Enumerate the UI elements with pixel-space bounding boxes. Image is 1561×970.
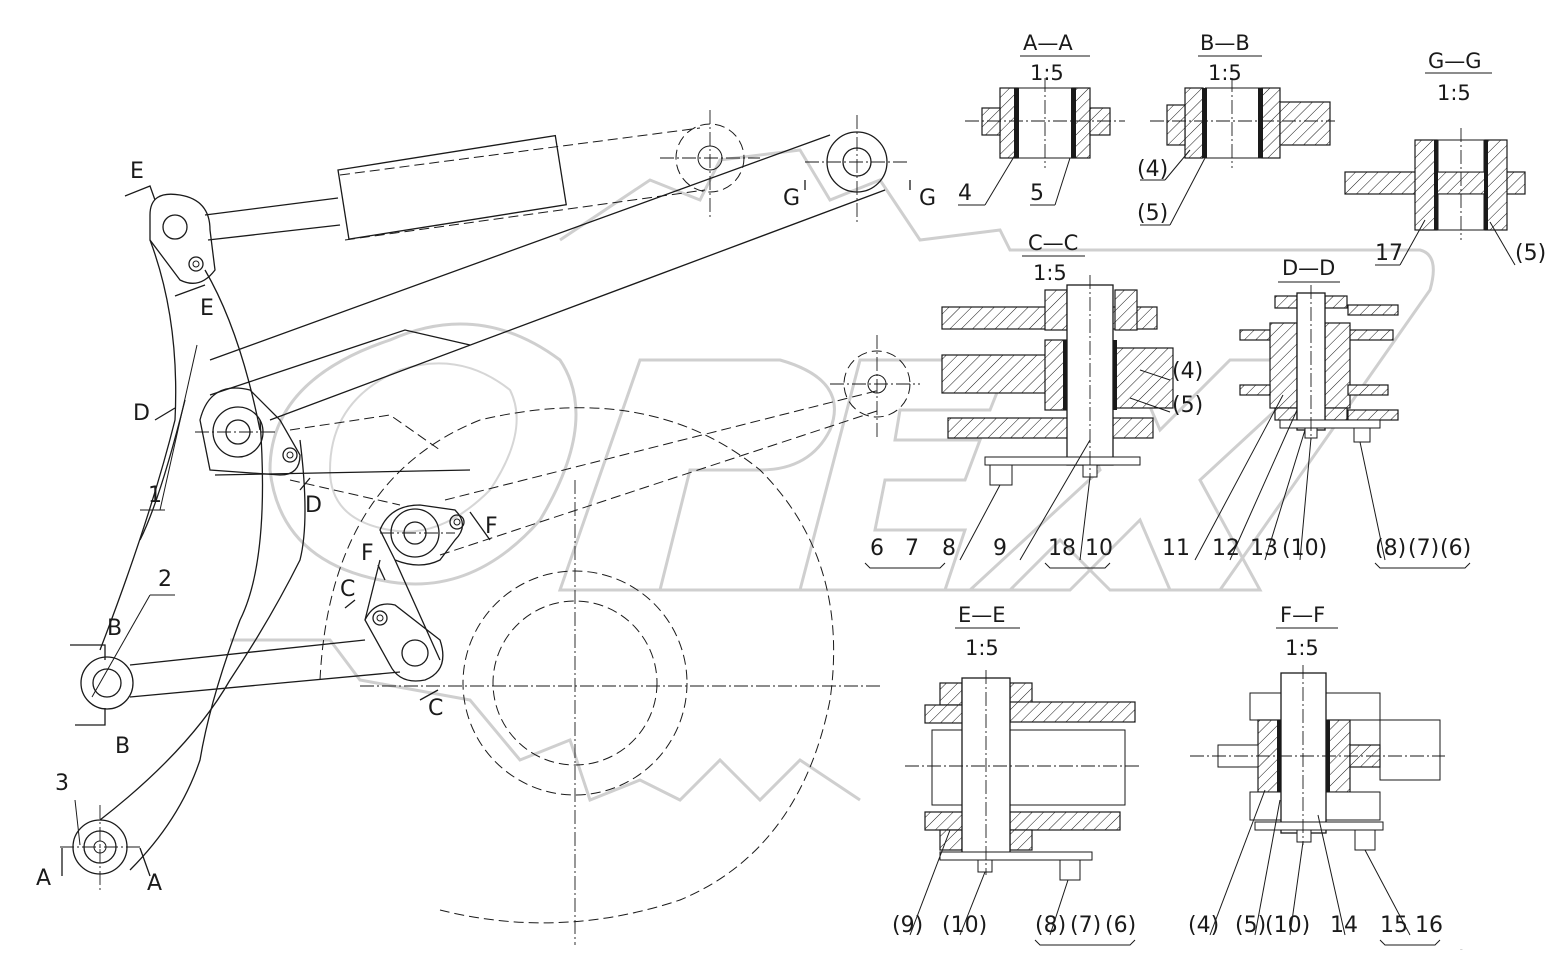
part-label: 5 xyxy=(1030,181,1044,206)
linkage-main-view xyxy=(60,110,920,945)
part-label: 17 xyxy=(1375,241,1403,266)
part-label: (4) xyxy=(1172,359,1203,384)
cut-marker-b: B xyxy=(107,616,122,641)
main-view-labels: 1 2 3 E E D D F F C C B B A A G G xyxy=(36,159,936,896)
part-label: (8) xyxy=(1375,536,1406,561)
part-label: 8 xyxy=(942,536,956,561)
section-scale: 1:5 xyxy=(1437,81,1471,105)
part-label: (5) xyxy=(1235,913,1266,938)
part-label: (5) xyxy=(1172,393,1203,418)
section-c-c: C—C 1:5 (4) (5) 6 7 8 9 18 10 xyxy=(864,231,1203,569)
part-label: 15 xyxy=(1380,913,1408,938)
part-label: (6) xyxy=(1440,536,1471,561)
opex-watermark xyxy=(230,148,1435,803)
cut-marker-e: E xyxy=(200,296,214,321)
part-label: (4) xyxy=(1188,913,1219,938)
watermark-text: OPEX xyxy=(1460,949,1463,951)
cut-marker-f: F xyxy=(485,514,498,539)
section-title: D—D xyxy=(1282,256,1335,280)
part-label: (10) xyxy=(1282,536,1327,561)
section-b-b: B—B 1:5 (4) (5) xyxy=(1137,31,1335,226)
part-label: 14 xyxy=(1330,913,1358,938)
part-label: (6) xyxy=(1105,913,1136,938)
part-label-3: 3 xyxy=(55,771,69,796)
section-d-d: D—D 11 12 13 (10) (8) (7) (6) xyxy=(1162,256,1471,569)
part-label: 18 xyxy=(1048,536,1076,561)
section-f-f: F—F 1:5 (4) (5) (10) 14 15 16 xyxy=(1188,603,1445,946)
part-label: 13 xyxy=(1250,536,1278,561)
cut-marker-a: A xyxy=(147,871,162,896)
cut-marker-c: C xyxy=(340,577,355,602)
part-label: (4) xyxy=(1137,157,1168,182)
part-label: (7) xyxy=(1408,536,1439,561)
section-title: B—B xyxy=(1200,31,1250,55)
cut-marker-a: A xyxy=(36,866,51,891)
part-label: 11 xyxy=(1162,536,1190,561)
section-title: G—G xyxy=(1428,49,1482,73)
section-scale: 1:5 xyxy=(1030,61,1064,85)
cut-marker-g: G xyxy=(919,186,936,211)
part-label: 9 xyxy=(993,536,1007,561)
cut-marker-e: E xyxy=(130,159,144,184)
section-scale: 1:5 xyxy=(1208,61,1242,85)
part-label: (10) xyxy=(942,913,987,938)
part-label: 6 xyxy=(870,536,884,561)
cut-marker-d: D xyxy=(305,493,322,518)
part-label: 10 xyxy=(1085,536,1113,561)
section-a-a: A—A 1:5 4 5 xyxy=(958,31,1125,206)
section-g-g: G—G 1:5 17 (5) xyxy=(1344,49,1546,266)
part-label: (7) xyxy=(1070,913,1101,938)
part-label: 16 xyxy=(1415,913,1443,938)
part-label: 7 xyxy=(905,536,919,561)
part-label: 12 xyxy=(1212,536,1240,561)
section-scale: 1:5 xyxy=(1033,261,1067,285)
section-scale: 1:5 xyxy=(965,636,999,660)
part-label: (5) xyxy=(1137,201,1168,226)
section-title: C—C xyxy=(1028,231,1078,255)
part-label: (5) xyxy=(1515,241,1546,266)
part-label: 4 xyxy=(958,181,972,206)
cut-marker-g: G xyxy=(783,186,800,211)
part-label-1: 1 xyxy=(148,483,162,508)
part-label: (8) xyxy=(1035,913,1066,938)
section-e-e: E—E 1:5 (9) (10) (8) (7) (6) xyxy=(892,603,1140,946)
part-label: (10) xyxy=(1265,913,1310,938)
part-label-2: 2 xyxy=(158,567,172,592)
part-label: (9) xyxy=(892,913,923,938)
section-title: F—F xyxy=(1280,603,1325,627)
section-scale: 1:5 xyxy=(1285,636,1319,660)
section-title: A—A xyxy=(1023,31,1073,55)
cut-marker-f: F xyxy=(361,541,374,566)
cut-marker-c: C xyxy=(428,696,443,721)
cut-marker-b: B xyxy=(115,734,130,759)
cut-marker-d: D xyxy=(133,401,150,426)
section-title: E—E xyxy=(958,603,1006,627)
